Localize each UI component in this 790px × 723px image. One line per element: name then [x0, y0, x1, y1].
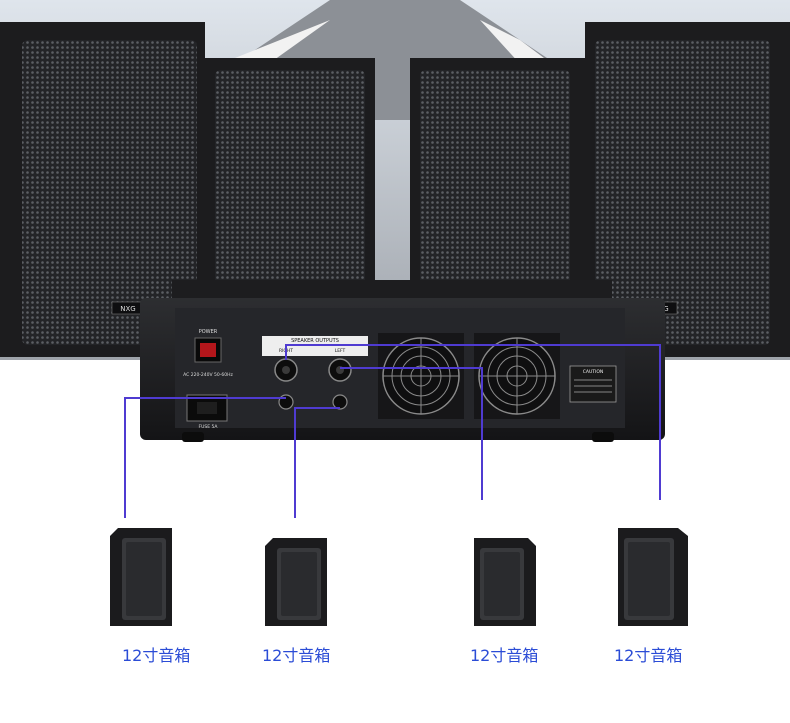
- speaker-label-1: 12寸音箱: [122, 646, 191, 665]
- small-speaker-2: [265, 538, 327, 626]
- speaker-label-4: 12寸音箱: [614, 646, 683, 665]
- caution-label: CAUTION: [583, 369, 604, 375]
- wire-speaker-4: [285, 344, 661, 500]
- hero-photo: NXG NXG POWER AC 220-240V 50-60Hz FUSE 5…: [0, 0, 790, 442]
- large-speaker-right: [585, 22, 790, 357]
- cooling-fan-right: [474, 333, 560, 419]
- speaker-label-3: 12寸音箱: [470, 646, 539, 665]
- wire-speaker-2: [294, 407, 340, 518]
- voltage-label: AC 220-240V 50-60Hz: [183, 372, 233, 378]
- cooling-fan-left: [378, 333, 464, 419]
- wire-speaker-3: [340, 367, 483, 500]
- fuse-label: FUSE 5A: [199, 424, 219, 430]
- small-speaker-3: [474, 538, 536, 626]
- speaker-outputs-label: SPEAKER OUTPUTS: [291, 338, 339, 344]
- power-label: POWER: [199, 329, 218, 335]
- small-speaker-4: [618, 528, 688, 626]
- small-speaker-1: [110, 528, 172, 626]
- brand-badge-left: NXG: [120, 305, 135, 313]
- wire-speaker-1: [124, 397, 286, 518]
- left-output-label: LEFT: [335, 348, 346, 354]
- speaker-label-2: 12寸音箱: [262, 646, 331, 665]
